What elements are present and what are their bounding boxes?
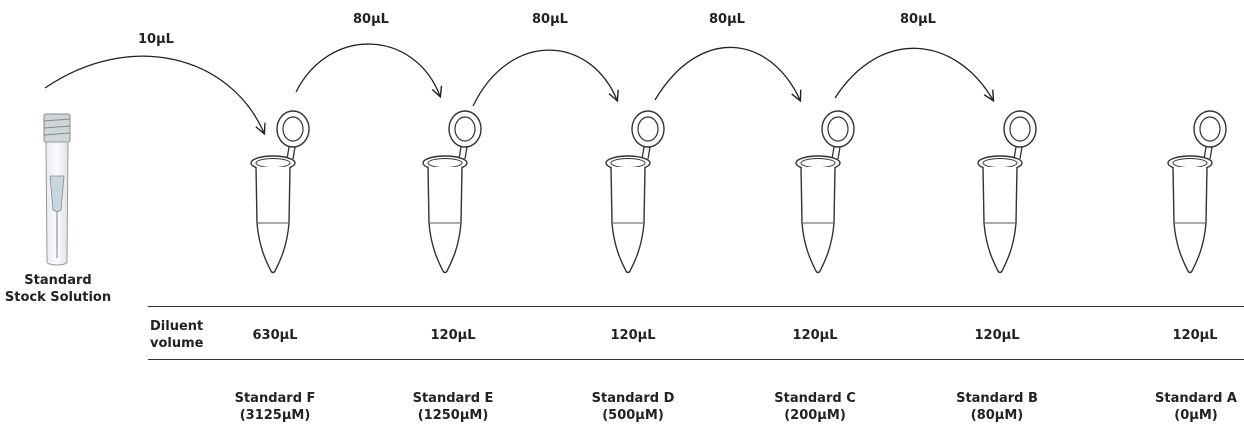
standard-name: Standard E: [412, 391, 494, 406]
tube-icon: [977, 110, 1037, 274]
standard-concentration: (200µM): [784, 408, 846, 423]
standard-label: Standard B (80µM): [950, 390, 1044, 424]
transfer-arrow: [472, 49, 617, 107]
transfer-arrow: [834, 47, 993, 100]
standard-name: Standard B: [956, 391, 1038, 406]
standard-name: Standard D: [591, 391, 675, 406]
stock-vial-icon: [43, 113, 71, 266]
standard-concentration: (0µM): [1174, 408, 1218, 423]
divider-top: [148, 306, 1244, 307]
diluent-volume: 120µL: [430, 328, 476, 343]
diluent-volume: 630µL: [252, 328, 298, 343]
tube-icon: [250, 110, 310, 274]
transfer-label: 80µL: [532, 12, 568, 27]
tube-icon: [795, 110, 855, 274]
diluent-header-line2: volume: [150, 336, 204, 351]
standard-concentration: (1250µM): [417, 408, 489, 423]
standard-concentration: (500µM): [602, 408, 664, 423]
stock-label: Standard Stock Solution: [0, 272, 116, 306]
transfer-label: 80µL: [353, 12, 389, 27]
standard-concentration: (80µM): [970, 408, 1024, 423]
standard-label: Standard C (200µM): [768, 390, 862, 424]
diluent-header-line1: Diluent: [150, 319, 204, 334]
stock-label-line2: Stock Solution: [4, 290, 112, 305]
standard-label: Standard D (500µM): [586, 390, 680, 424]
stock-label-line1: Standard: [24, 273, 92, 288]
divider-bottom: [148, 359, 1244, 360]
transfer-arrow: [654, 46, 800, 100]
standard-label: Standard A (0µM): [1150, 390, 1242, 424]
tube-icon: [605, 110, 665, 274]
transfer-label: 10µL: [138, 32, 174, 47]
standard-concentration: (3125µM): [239, 408, 311, 423]
diluent-volume: 120µL: [792, 328, 838, 343]
standard-name: Standard F: [234, 391, 316, 406]
transfer-arrow: [44, 55, 264, 133]
standard-label: Standard F (3125µM): [228, 390, 322, 424]
diluent-volume: 120µL: [974, 328, 1020, 343]
transfer-label: 80µL: [900, 12, 936, 27]
standard-name: Standard C: [774, 391, 856, 406]
tube-icon: [1167, 110, 1227, 274]
standard-name: Standard A: [1155, 391, 1237, 406]
standard-label: Standard E (1250µM): [406, 390, 500, 424]
transfer-arrow: [295, 43, 440, 96]
tube-icon: [422, 110, 482, 274]
diluent-header: Diluent volume: [150, 318, 203, 352]
diluent-volume: 120µL: [1172, 328, 1218, 343]
transfer-label: 80µL: [709, 12, 745, 27]
diluent-volume: 120µL: [610, 328, 656, 343]
